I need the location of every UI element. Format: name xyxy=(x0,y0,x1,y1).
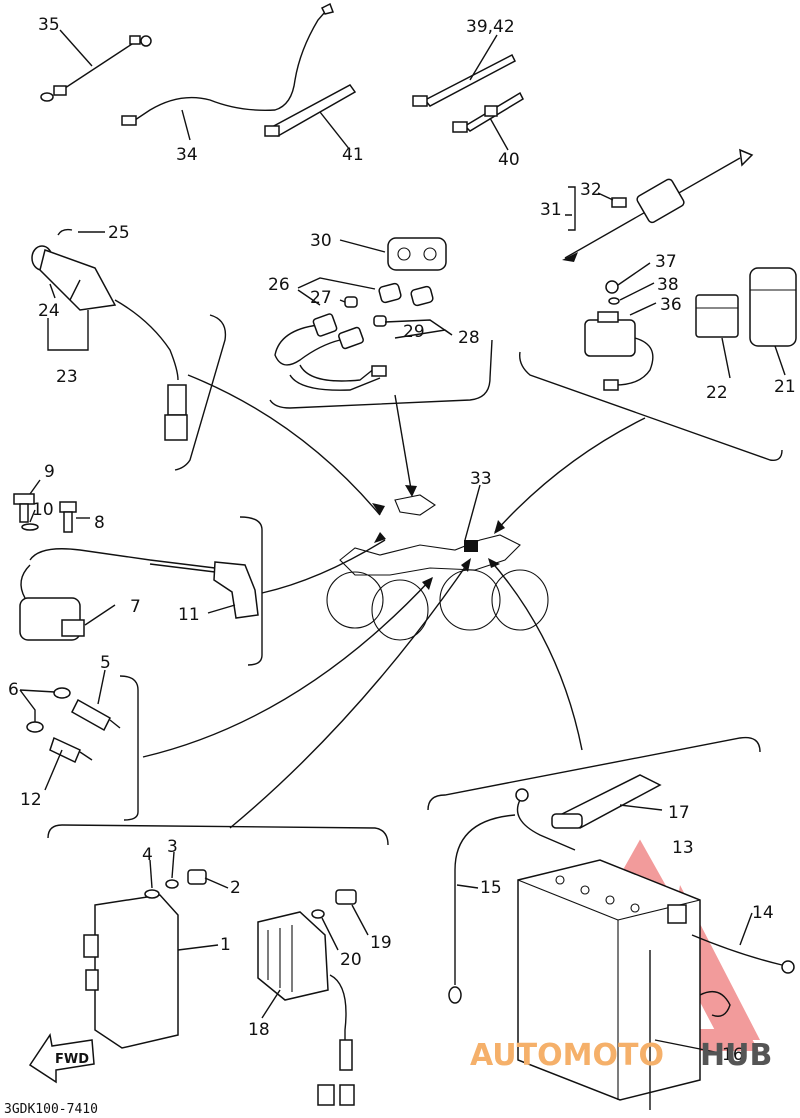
callout-10: 10 xyxy=(32,500,54,520)
callout-17: 17 xyxy=(668,803,690,823)
part-1-cdi-unit xyxy=(83,894,179,1049)
callout-8: 8 xyxy=(94,513,105,533)
part-23-ignition-switch xyxy=(31,228,188,441)
callout-3: 3 xyxy=(167,837,178,857)
part-21-relay-cover xyxy=(749,267,797,347)
callout-39-42: 39,42 xyxy=(466,17,515,37)
part-18-rectifier-regulator xyxy=(257,911,355,1106)
callout-6: 6 xyxy=(8,680,19,700)
part-40-cable-tie xyxy=(452,91,524,133)
callout-15: 15 xyxy=(480,878,502,898)
watermark-text: AUTOMOTO HUB xyxy=(470,1038,772,1073)
callout-18: 18 xyxy=(248,1020,270,1040)
bracket-relays xyxy=(519,351,783,461)
part-14-positive-lead xyxy=(691,934,795,974)
callout-22: 22 xyxy=(706,383,728,403)
part-17-battery-band xyxy=(551,774,662,829)
callout-5: 5 xyxy=(100,653,111,673)
callout-26: 26 xyxy=(268,275,290,295)
part-35-ground-lead xyxy=(40,35,152,102)
callout-37: 37 xyxy=(655,252,677,272)
part-39-42-cable-tie xyxy=(412,53,516,107)
leader-lines xyxy=(142,374,646,829)
watermark-text-left: AUTOMOTO xyxy=(470,1038,664,1073)
callout-33: 33 xyxy=(470,469,492,489)
part-9-10-bolts xyxy=(13,493,77,533)
callout-41: 41 xyxy=(342,145,364,165)
part-16-battery xyxy=(517,859,701,1110)
callout-38: 38 xyxy=(657,275,679,295)
callout-12: 12 xyxy=(20,790,42,810)
part-19-20-bolt-washer xyxy=(311,889,357,919)
callout-34: 34 xyxy=(176,145,198,165)
callout-27: 27 xyxy=(310,288,332,308)
part-36-starter-relay xyxy=(584,280,654,391)
callout-32: 32 xyxy=(580,180,602,200)
callout-40: 40 xyxy=(498,150,520,170)
part-30-gasket xyxy=(387,237,447,271)
watermark-text-right: HUB xyxy=(700,1038,772,1073)
bracket-coil xyxy=(239,516,263,666)
drawing-code: 3GDK100-7410 xyxy=(4,1102,98,1117)
callout-9: 9 xyxy=(44,462,55,482)
callout-31: 31 xyxy=(540,200,562,220)
callout-24: 24 xyxy=(38,301,60,321)
callout-2: 2 xyxy=(230,878,241,898)
callout-numbers: 35 34 41 39,42 40 32 31 25 30 26 27 24 2… xyxy=(8,15,796,1065)
callout-28: 28 xyxy=(458,328,480,348)
callout-19: 19 xyxy=(370,933,392,953)
callout-4: 4 xyxy=(142,845,153,865)
callout-36: 36 xyxy=(660,295,682,315)
part-26-28-harness xyxy=(274,282,434,391)
callout-20: 20 xyxy=(340,950,362,970)
callout-13: 13 xyxy=(672,838,694,858)
part-13-breather-hose xyxy=(699,991,731,1017)
callout-30: 30 xyxy=(310,231,332,251)
callout-23: 23 xyxy=(56,367,78,387)
atv-frame-silhouette xyxy=(326,494,549,641)
part-15-negative-lead xyxy=(448,788,576,1004)
callout-1: 1 xyxy=(220,935,231,955)
callout-11: 11 xyxy=(178,605,200,625)
callout-7: 7 xyxy=(130,597,141,617)
part-31-32-sensor xyxy=(562,148,754,262)
callout-25: 25 xyxy=(108,223,130,243)
callout-29: 29 xyxy=(403,322,425,342)
callout-35: 35 xyxy=(38,15,60,35)
callout-16: 16 xyxy=(722,1045,744,1065)
part-34-wire-lead xyxy=(121,2,334,126)
part-2-4-screw-washers xyxy=(144,869,207,899)
part-5-6-12-switches xyxy=(26,687,121,764)
fwd-label: FWD xyxy=(55,1052,89,1067)
fwd-indicator: FWD xyxy=(28,1033,95,1084)
callout-21: 21 xyxy=(774,377,796,397)
bracket-harness xyxy=(269,339,493,409)
callout-leaders xyxy=(19,29,786,1054)
part-7-ignition-coil xyxy=(19,548,216,641)
part-22-relay xyxy=(695,294,739,338)
bracket-switches xyxy=(119,675,139,821)
part-11-spark-plug-cap xyxy=(213,561,259,619)
callout-14: 14 xyxy=(752,903,774,923)
bracket-cdi xyxy=(47,824,389,846)
bracket-battery xyxy=(427,736,761,811)
part-41-cable-tie xyxy=(264,84,357,137)
bracket-ignition xyxy=(174,314,227,471)
